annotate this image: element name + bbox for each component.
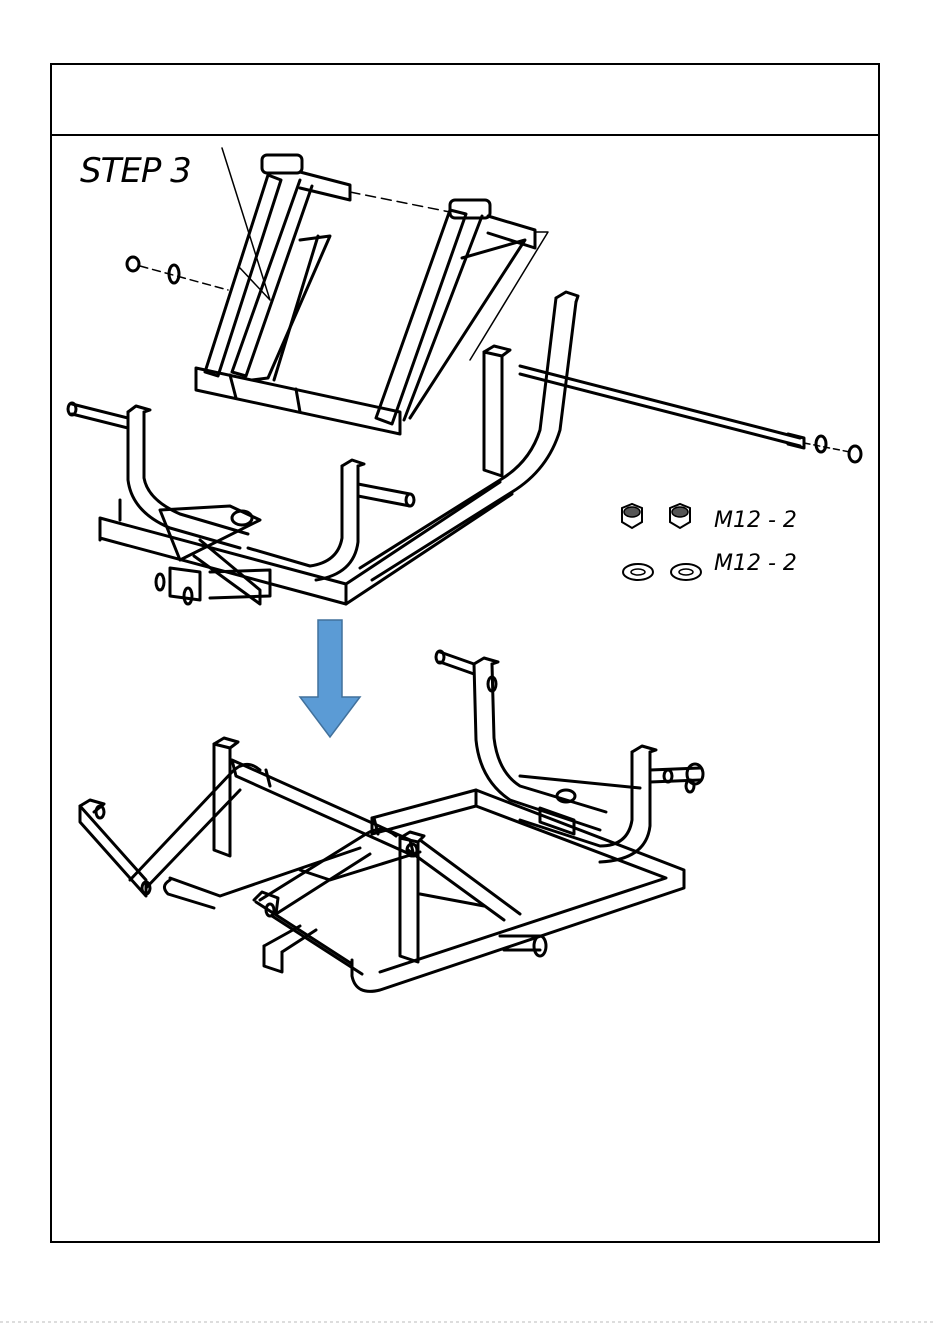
left-nut-washer <box>127 257 228 290</box>
backrest-frame <box>196 148 548 434</box>
lock-nut-icon <box>622 504 690 528</box>
assembled-frame <box>80 651 703 991</box>
flat-washer-icon <box>623 564 701 580</box>
base-frame-top <box>68 292 578 604</box>
long-bolt <box>520 366 861 462</box>
down-arrow-icon <box>300 620 360 737</box>
